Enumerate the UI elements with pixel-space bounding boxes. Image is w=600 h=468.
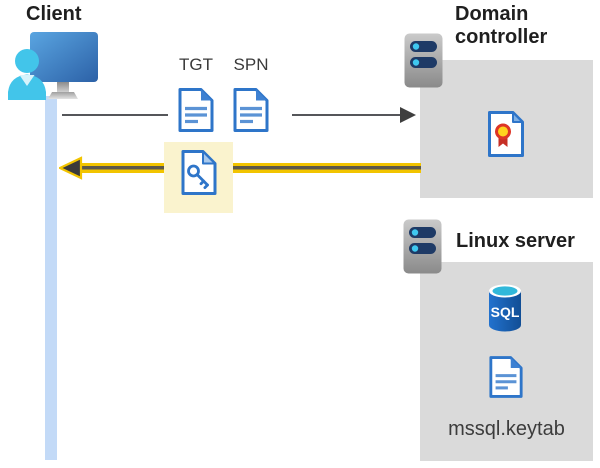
sql-label: SQL	[491, 304, 520, 320]
user-at-monitor-icon	[8, 32, 98, 100]
response-arrow-line	[74, 163, 421, 173]
domain-controller-title: Domain controller	[455, 3, 548, 48]
response-arrow-head-icon	[59, 156, 83, 180]
tgt-label: TGT	[179, 55, 213, 74]
client-timeline-bar	[45, 96, 57, 460]
sql-database-icon: SQL	[489, 284, 521, 332]
linux-server-title: Linux server	[456, 230, 575, 252]
client-title: Client	[26, 3, 82, 25]
spn-label: SPN	[233, 55, 269, 74]
spn-document-icon	[233, 88, 269, 132]
key-document-icon	[181, 150, 217, 195]
request-arrow-head-icon	[400, 107, 416, 123]
tgt-document-icon	[178, 88, 214, 132]
domain-controller-server-icon	[404, 33, 443, 88]
certificate-document-icon	[488, 111, 524, 157]
linux-server-server-icon	[403, 219, 442, 274]
keytab-file-label: mssql.keytab	[448, 418, 565, 440]
keytab-document-icon	[489, 356, 523, 398]
